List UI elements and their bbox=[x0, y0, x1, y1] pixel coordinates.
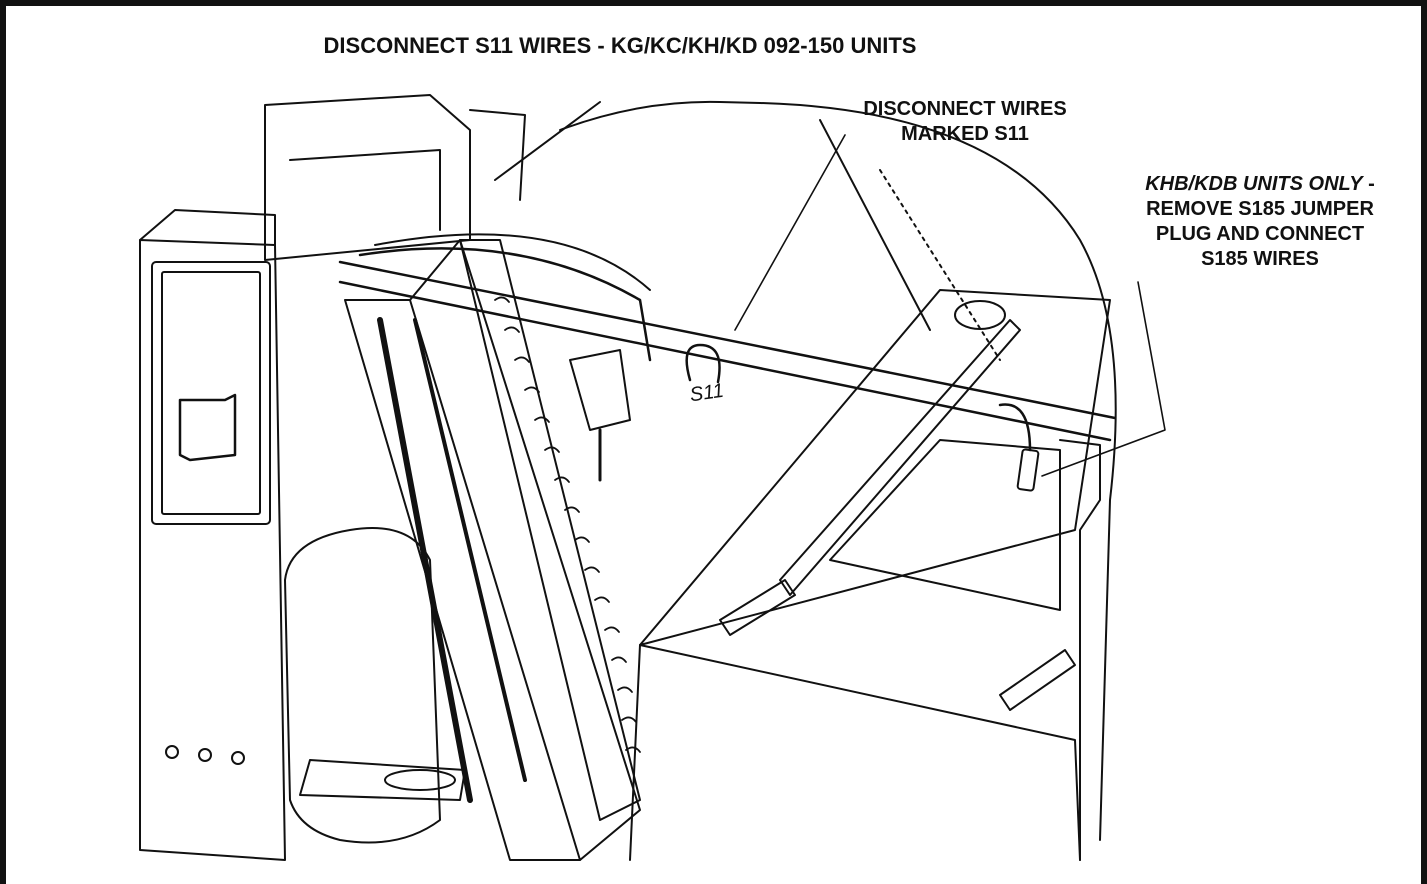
housing-rear-post bbox=[819, 119, 931, 331]
khb-callout-line2: REMOVE S185 JUMPER bbox=[1146, 198, 1374, 220]
s11-callout-line2: MARKED S11 bbox=[901, 123, 1029, 145]
base-pan-left-wall bbox=[629, 644, 641, 861]
khb-callout-line1: KHB/KDB UNITS ONLY - bbox=[1110, 172, 1410, 197]
electrical-box bbox=[178, 393, 237, 462]
base-pan-front bbox=[639, 644, 1081, 861]
compressor-body bbox=[284, 527, 441, 844]
coil-panel-back bbox=[409, 239, 641, 861]
coil-tube-bends bbox=[494, 296, 641, 753]
khb-callout-line3: PLUG AND CONNECT bbox=[1155, 223, 1365, 245]
tube-loop bbox=[358, 247, 652, 362]
housing-top-edge bbox=[494, 101, 601, 181]
rear-panel-post bbox=[469, 109, 526, 201]
housing-curve bbox=[559, 100, 1117, 841]
khb-callout: KHB/KDB UNITS ONLY - REMOVE S185 JUMPER … bbox=[1110, 172, 1410, 272]
s185-wire bbox=[998, 403, 1032, 452]
khb-callout-italic: KHB/KDB UNITS ONLY bbox=[1145, 173, 1363, 195]
compressor-foot bbox=[384, 769, 456, 791]
base-pan-rib bbox=[779, 319, 1021, 596]
s11-tag-label: S11 bbox=[688, 380, 725, 407]
khb-callout-dash: - bbox=[1362, 173, 1375, 195]
s11-callout-line1: DISCONNECT WIRES bbox=[863, 98, 1067, 120]
rear-panel-inner bbox=[289, 149, 441, 231]
s11-leader-line bbox=[734, 134, 846, 331]
housing-perforated-rail bbox=[879, 169, 1001, 361]
base-pan-slot-2 bbox=[719, 579, 796, 636]
left-panel-side bbox=[139, 209, 276, 246]
khb-callout-line4: S185 WIRES bbox=[1201, 248, 1319, 270]
left-panel-outline bbox=[139, 239, 286, 861]
compressor-base bbox=[299, 759, 466, 801]
left-panel-frame bbox=[151, 261, 271, 525]
left-panel-frame-inner bbox=[161, 271, 261, 515]
rear-panel bbox=[264, 94, 471, 261]
knockout-hole-1 bbox=[165, 745, 179, 759]
top-rail bbox=[338, 260, 1117, 420]
knockout-hole-3 bbox=[231, 751, 245, 765]
base-pan-mount bbox=[954, 300, 1006, 330]
coil-body bbox=[459, 239, 641, 821]
figure-title: DISCONNECT S11 WIRES - KG/KC/KH/KD 092-1… bbox=[323, 33, 917, 58]
coil-panel-slot-1 bbox=[377, 317, 473, 803]
knockout-hole-2 bbox=[198, 748, 212, 762]
valve-assembly bbox=[569, 349, 631, 431]
right-bracket bbox=[1059, 439, 1101, 861]
s11-callout: DISCONNECT WIRES MARKED S11 bbox=[830, 97, 1100, 147]
base-pan-slot-1 bbox=[999, 649, 1076, 711]
s185-leader-line bbox=[1041, 281, 1166, 477]
s11-wire-loop bbox=[685, 343, 721, 384]
base-pan-opening bbox=[829, 439, 1061, 611]
tube-loop-2 bbox=[374, 233, 651, 291]
s185-plug bbox=[1016, 448, 1040, 492]
top-rail-lower bbox=[338, 280, 1112, 442]
base-pan-top bbox=[639, 289, 1111, 646]
coil-panel-slot-2 bbox=[413, 318, 527, 782]
